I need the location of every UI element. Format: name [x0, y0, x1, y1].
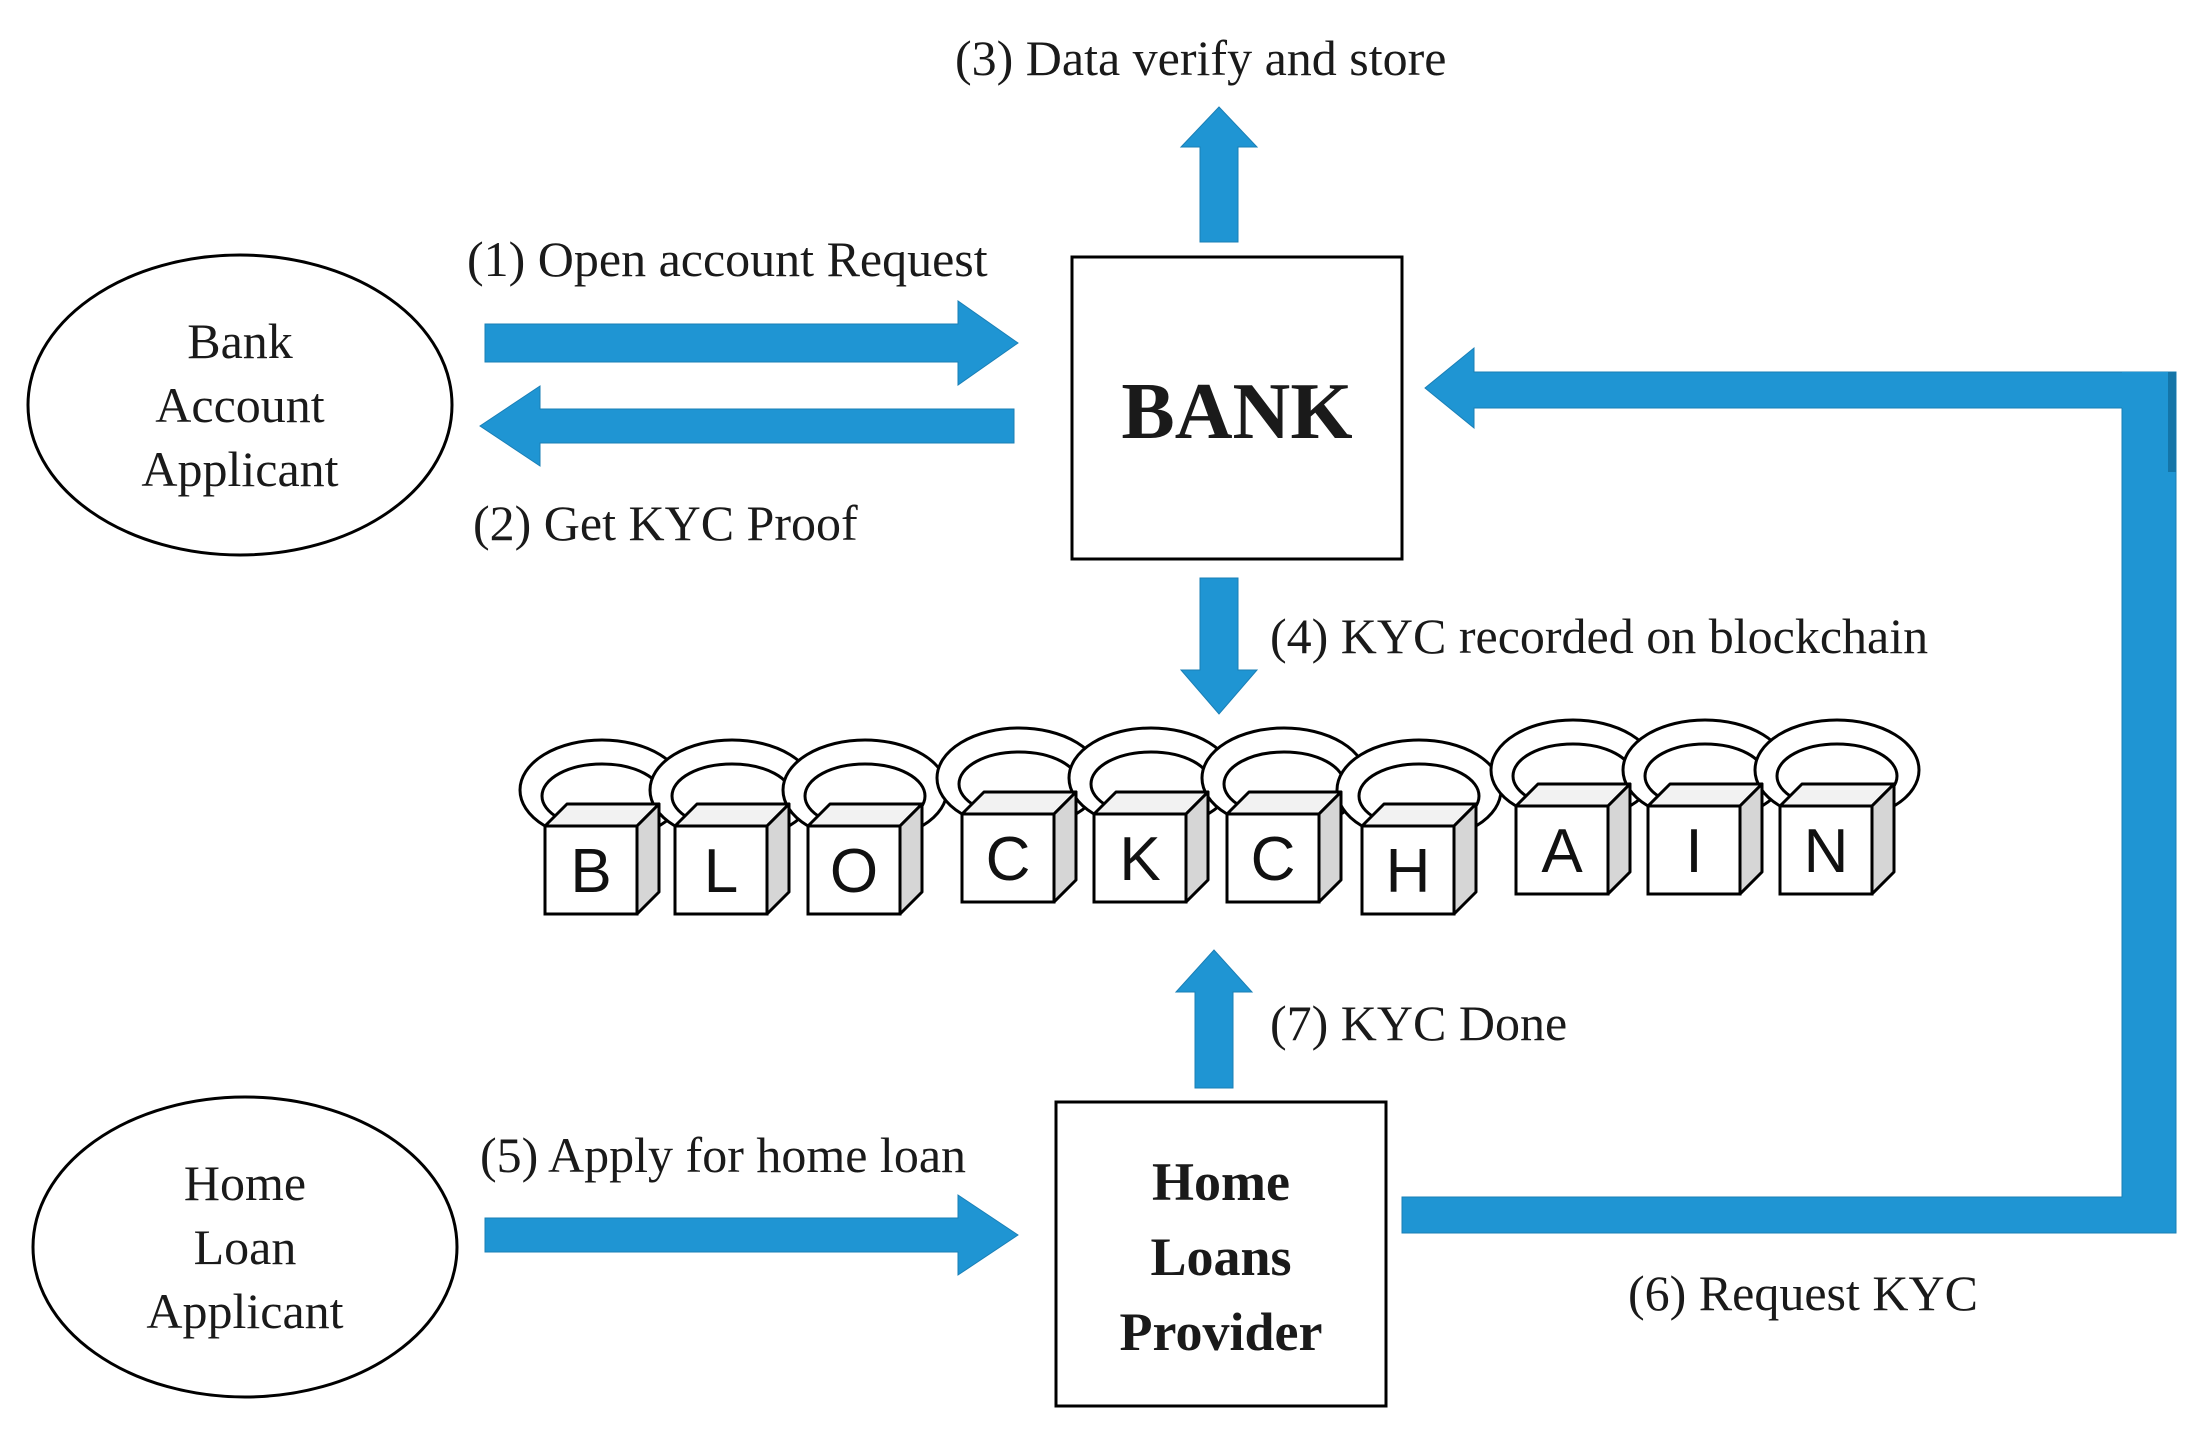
step-7-label: (7) KYC Done: [1270, 995, 1567, 1051]
bank-applicant-line-2: Account: [155, 377, 324, 433]
home-loans-provider-node: Home Loans Provider: [1054, 1100, 1388, 1408]
block-cube: I: [1646, 782, 1764, 896]
request-kyc-path-edge: [2168, 372, 2176, 472]
bank-node: BANK: [1070, 255, 1404, 561]
bank-account-applicant-node: Bank Account Applicant: [26, 253, 454, 557]
home-applicant-line-3: Applicant: [146, 1283, 343, 1339]
provider-line-2: Loans: [1150, 1227, 1291, 1287]
home-loan-applicant-node: Home Loan Applicant: [31, 1095, 459, 1399]
block-letter: B: [570, 837, 611, 906]
bank-box: [1070, 255, 1404, 561]
arrow-open-account-request: [484, 300, 1019, 386]
provider-line-3: Provider: [1120, 1302, 1323, 1362]
arrow-request-kyc-path: [1401, 346, 2177, 1234]
arrow-kyc-done: [1174, 949, 1254, 1089]
home-applicant-line-2: Loan: [194, 1219, 297, 1275]
arrow-kyc-recorded: [1179, 577, 1259, 715]
provider-line-1: Home: [1152, 1152, 1290, 1212]
block-cube: O: [806, 802, 924, 916]
block-letter: O: [830, 837, 878, 906]
block-cube: L: [673, 802, 791, 916]
block-cube: B: [543, 802, 661, 916]
block-letter: L: [704, 837, 738, 906]
block-letter: I: [1685, 817, 1702, 886]
arrow-apply-home-loan: [484, 1194, 1019, 1276]
home-loan-applicant-ellipse: [31, 1095, 459, 1399]
block-letter: C: [1251, 825, 1296, 894]
block-cube: K: [1092, 790, 1210, 904]
block-cube: A: [1514, 782, 1632, 896]
step-1-label: (1) Open account Request: [467, 231, 988, 287]
bank-label: BANK: [1121, 368, 1352, 456]
step-6-label: (6) Request KYC: [1628, 1265, 1978, 1321]
step-3-label: (3) Data verify and store: [955, 30, 1446, 86]
block-letter: A: [1541, 817, 1583, 886]
block-letter: C: [986, 825, 1031, 894]
arrow-data-verify-store: [1179, 106, 1259, 243]
home-loans-provider-box: [1054, 1100, 1388, 1408]
bank-applicant-line-3: Applicant: [141, 441, 338, 497]
bank-account-applicant-ellipse: [26, 253, 454, 557]
block-letter: K: [1119, 825, 1160, 894]
block-cube: H: [1360, 802, 1478, 916]
block-cube: N: [1778, 782, 1896, 896]
home-applicant-line-1: Home: [184, 1155, 306, 1211]
block-cube: C: [960, 790, 1078, 904]
step-5-label: (5) Apply for home loan: [480, 1127, 966, 1183]
step-2-label: (2) Get KYC Proof: [473, 495, 858, 551]
block-cube: C: [1225, 790, 1343, 904]
bank-applicant-line-1: Bank: [187, 313, 293, 369]
block-letter: N: [1804, 817, 1849, 886]
block-letter: H: [1386, 837, 1431, 906]
step-4-label: (4) KYC recorded on blockchain: [1270, 608, 1928, 664]
arrow-get-kyc-proof: [479, 385, 1015, 467]
